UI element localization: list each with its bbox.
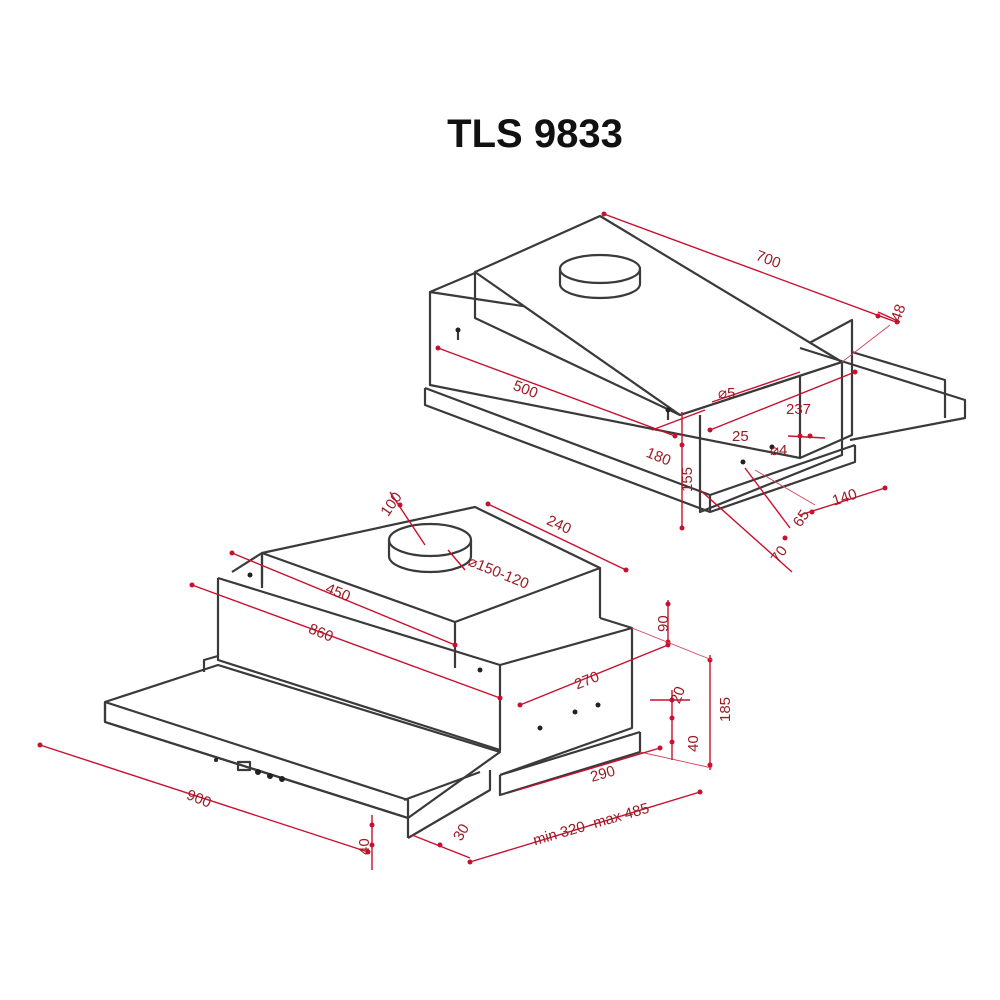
body-top-edge: [429, 268, 483, 294]
dim-270-line: [519, 644, 669, 706]
dim-180-line: [651, 409, 706, 431]
label-240: 240: [544, 512, 574, 538]
label-d5: ⌀5: [718, 385, 735, 402]
dim-4-line: [787, 435, 826, 439]
bottom-plate: [498, 732, 642, 797]
motor-box-left: [473, 272, 681, 416]
label-270: 270: [572, 668, 602, 693]
label-70: 70: [768, 543, 791, 566]
label-48: 48: [888, 302, 910, 323]
dim-65-line: [744, 467, 791, 529]
label-30: 30: [450, 821, 473, 844]
dim-70-line: [699, 489, 793, 573]
body-top-right: [599, 616, 633, 630]
rail-right: [403, 770, 481, 802]
label-40-right: 40: [685, 735, 702, 752]
exhaust-collar-top: [387, 522, 473, 558]
product-title: TLS 9833: [447, 112, 623, 156]
hood-top-view: [423, 214, 967, 514]
dim-100-line: [389, 491, 426, 546]
dim-140-line: [799, 487, 886, 516]
slide-tray-side: [407, 770, 492, 839]
dim-500-line: [437, 347, 676, 437]
motor-box-side: [698, 362, 844, 514]
control-button-2: [267, 773, 273, 779]
body-front-face: [216, 578, 502, 752]
label-d4: ⌀4: [770, 442, 787, 459]
hood-bottom-view: [103, 505, 642, 839]
label-185: 185: [717, 697, 734, 722]
slide-rail-top: [799, 346, 967, 442]
label-180: 180: [644, 444, 674, 469]
slide-rail-inner: [851, 350, 947, 418]
rail-left: [202, 654, 219, 672]
bottom-plate-edge: [499, 730, 641, 777]
label-500: 500: [511, 377, 540, 402]
exhaust-collar-body: [558, 269, 642, 300]
label-140: 140: [830, 486, 859, 510]
dim-240-line: [487, 503, 627, 571]
label-155: 155: [679, 467, 696, 492]
indicator-light: [214, 758, 218, 762]
label-290: 290: [588, 763, 617, 786]
dim-290-line: [517, 747, 661, 791]
label-90: 90: [655, 615, 672, 632]
control-display: [236, 760, 252, 772]
bottom-dimensions: [37, 491, 713, 870]
label-25: 25: [732, 428, 749, 445]
label-700: 700: [753, 247, 782, 272]
slide-tray-top: [104, 700, 410, 818]
body-side-face: [499, 626, 634, 777]
exhaust-collar-top: [558, 253, 642, 285]
dim-237-line: [709, 371, 856, 431]
dim-860-line: [191, 584, 501, 699]
dim-450-line: [231, 552, 456, 646]
top-dimensions: [435, 211, 901, 573]
control-button-3: [279, 776, 285, 782]
dim-150-line: [447, 549, 466, 571]
exhaust-collar-body: [387, 540, 473, 574]
body-back-corner: [231, 551, 264, 584]
dim-700-line: [603, 213, 897, 323]
label-237: 237: [786, 401, 811, 418]
body-side-face: [799, 318, 854, 460]
dim-900-line: [39, 744, 369, 853]
label-100: 100: [377, 489, 405, 519]
dim-minmax-line: [469, 791, 701, 863]
label-minmax: min 320 -max 485: [531, 800, 651, 849]
label-860: 860: [306, 620, 336, 645]
control-button-1: [255, 769, 261, 775]
label-900: 900: [184, 786, 214, 811]
motor-box-front: [679, 360, 843, 417]
label-20: 20: [667, 684, 689, 705]
dim-5-line: [711, 371, 801, 403]
label-65: 65: [790, 507, 813, 530]
label-40-left: 40: [356, 838, 373, 855]
